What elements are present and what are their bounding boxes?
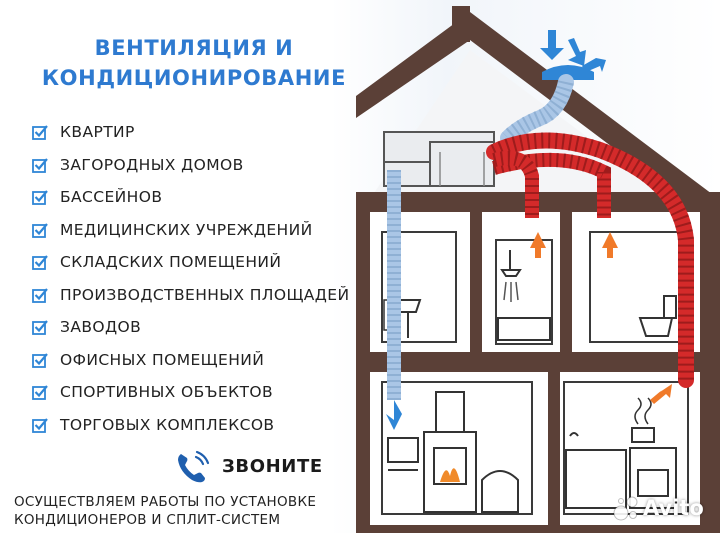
checkbox-checked-icon [32, 353, 48, 368]
checkbox-checked-icon [32, 288, 48, 303]
checkbox-checked-icon [32, 223, 48, 238]
checkbox-checked-icon [32, 418, 48, 433]
headline-line-2: КОНДИЦИОНИРОВАНИЕ [41, 66, 347, 90]
list-item-label: СПОРТИВНЫХ ОБЪЕКТОВ [60, 383, 274, 402]
list-item: КВАРТИР [32, 116, 350, 149]
checkbox-checked-icon [32, 158, 48, 173]
checkbox-checked-icon [32, 190, 48, 206]
list-item: МЕДИЦИНСКИХ УЧРЕЖДЕНИЙ [32, 214, 350, 247]
list-item-label: МЕДИЦИНСКИХ УЧРЕЖДЕНИЙ [60, 220, 313, 239]
checkbox-checked-icon [32, 255, 48, 271]
call-to-action-label: ЗВОНИТЕ [222, 456, 323, 477]
list-item: СПОРТИВНЫХ ОБЪЕКТОВ [32, 376, 350, 409]
list-item-label: ТОРГОВЫХ КОМПЛЕКСОВ [60, 415, 275, 434]
avito-watermark: Avito [612, 492, 712, 524]
checkbox-checked-icon [32, 385, 48, 401]
headline-line-1: ВЕНТИЛЯЦИЯ И [94, 36, 294, 60]
phone-icon [178, 450, 210, 483]
list-item: ЗАГОРОДНЫХ ДОМОВ [32, 149, 350, 182]
list-item: ЗАВОДОВ [32, 311, 350, 344]
list-item-label: ЗАВОДОВ [60, 318, 142, 337]
list-item: ОФИСНЫХ ПОМЕЩЕНИЙ [32, 344, 350, 377]
watermark-text: Avito [643, 496, 704, 520]
list-item-label: БАССЕЙНОВ [60, 188, 163, 207]
list-item-label: ОФИСНЫХ ПОМЕЩЕНИЙ [60, 350, 265, 369]
list-item: ТОРГОВЫХ КОМПЛЕКСОВ [32, 409, 350, 442]
checkbox-checked-icon [32, 125, 48, 141]
list-item-label: КВАРТИР [60, 123, 135, 142]
list-item: ПРОИЗВОДСТВЕННЫХ ПЛОЩАДЕЙ [32, 279, 350, 312]
list-item-label: ЗАГОРОДНЫХ ДОМОВ [60, 155, 244, 174]
checkbox-checked-icon [32, 320, 48, 336]
footer-text-line-1: ОСУЩЕСТВЛЯЕМ РАБОТЫ ПО УСТАНОВКЕ [14, 494, 317, 510]
service-list: КВАРТИР ЗАГОРОДНЫХ ДОМОВ БАССЕЙНОВ МЕДИЦ… [32, 116, 350, 441]
footer-text-line-2: КОНДИЦИОНЕРОВ И СПЛИТ-СИСТЕМ [14, 512, 281, 528]
list-item-label: ПРОИЗВОДСТВЕННЫХ ПЛОЩАДЕЙ [60, 285, 350, 304]
list-item: БАССЕЙНОВ [32, 181, 350, 214]
list-item: СКЛАДСКИХ ПОМЕЩЕНИЙ [32, 246, 350, 279]
avito-logo-icon [613, 496, 638, 521]
list-item-label: СКЛАДСКИХ ПОМЕЩЕНИЙ [60, 253, 282, 272]
